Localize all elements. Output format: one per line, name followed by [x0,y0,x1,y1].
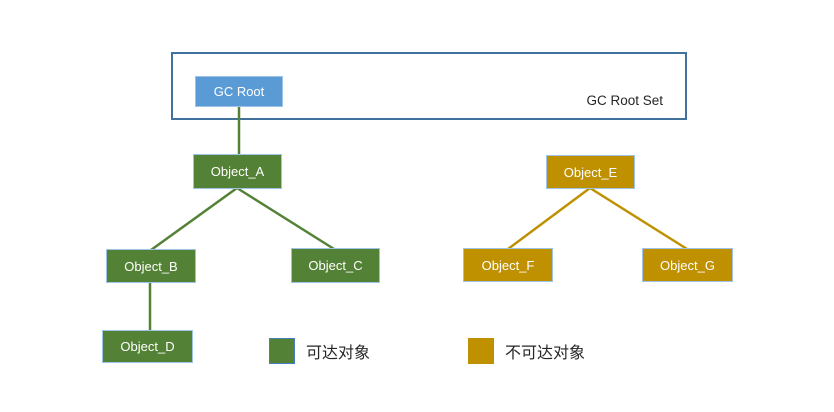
legend-item-reachable: 可达对象 [269,338,370,364]
node-object-e: Object_E [546,155,635,189]
legend-label-unreachable: 不可达对象 [505,345,586,362]
node-gc-root: GC Root [195,76,283,107]
legend-label-reachable: 可达对象 [306,345,371,362]
edge-objecta-objectc [236,186,335,251]
legend-swatch-reachable [269,338,295,364]
edge-objecta-objectb [150,186,238,252]
node-object-d: Object_D [102,330,193,363]
node-object-a: Object_A [193,154,282,189]
legend-item-unreachable: 不可达对象 [468,338,585,364]
edge-objecte-objectf [507,186,591,251]
edge-objecte-objectg [589,186,688,251]
legend-swatch-unreachable [468,338,494,364]
node-object-b: Object_B [106,249,196,283]
gc-root-set-label: GC Root Set [586,93,663,108]
node-object-f: Object_F [463,248,553,282]
node-object-c: Object_C [291,248,380,283]
node-object-g: Object_G [642,248,733,282]
